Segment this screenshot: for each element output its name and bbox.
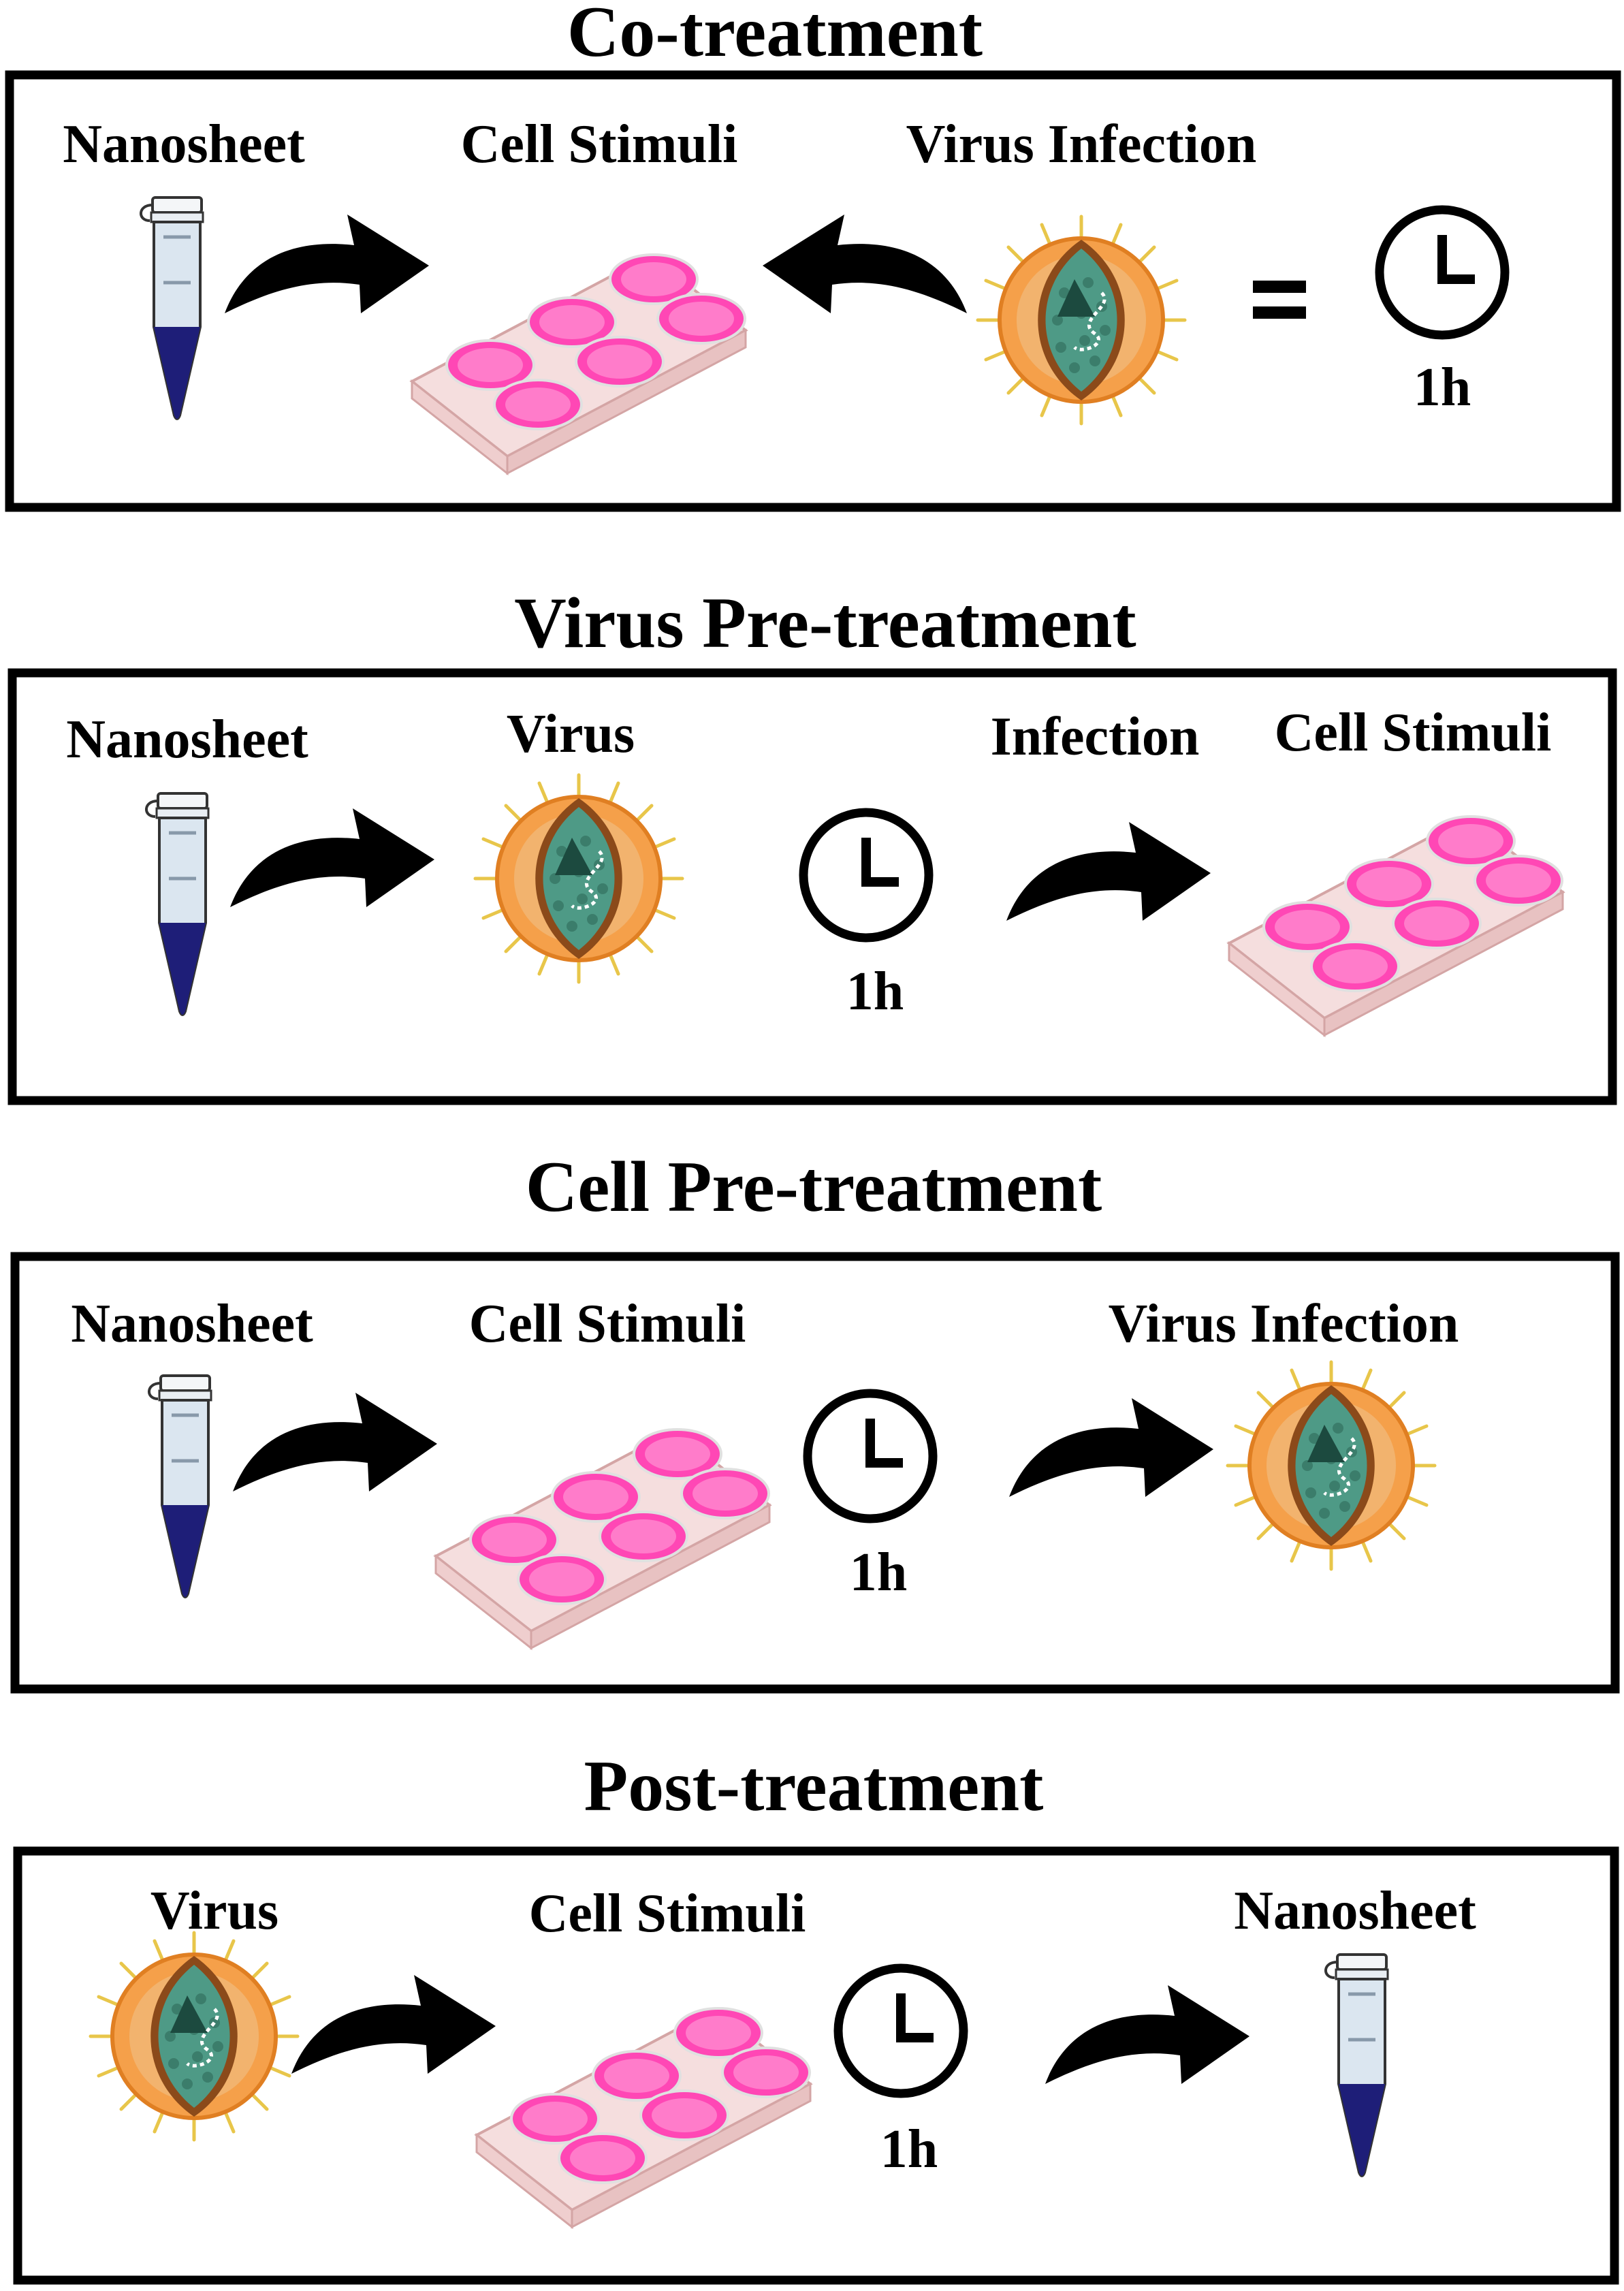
curved-arrow-icon <box>230 808 434 907</box>
panel-3-label-virus-infection: Virus Infection <box>1109 1294 1459 1354</box>
curved-arrow-icon <box>763 215 967 313</box>
panel-1-time: 1h <box>1414 358 1471 417</box>
tube-icon <box>1326 1955 1388 2176</box>
panel-1-label-cell-stimuli: Cell Stimuli <box>461 114 738 174</box>
well-plate-icon <box>434 1428 771 1649</box>
virus-icon <box>475 775 682 982</box>
panel-3-time: 1h <box>850 1543 908 1602</box>
panel-4-title: Post-treatment <box>584 1746 1044 1826</box>
panel-4-label-nanosheet: Nanosheet <box>1234 1881 1476 1941</box>
panel-4-frame <box>13 1846 1619 2285</box>
virus-icon <box>1228 1362 1435 1569</box>
clock-icon <box>808 1393 933 1519</box>
virus-icon <box>978 217 1185 424</box>
panel-3-label-cell-stimuli: Cell Stimuli <box>469 1294 746 1354</box>
panel-2-time: 1h <box>846 962 904 1022</box>
clock-icon <box>1380 210 1505 335</box>
panel-2-label-infection: Infection <box>991 707 1200 767</box>
panel-3-frame <box>10 1252 1620 1694</box>
clock-icon <box>803 812 929 938</box>
equals-icon <box>1253 281 1306 319</box>
curved-arrow-icon <box>1009 1398 1213 1497</box>
virus-icon <box>91 1933 298 2140</box>
panel-2-label-nanosheet: Nanosheet <box>66 710 308 770</box>
panel-1-title: Co-treatment <box>567 0 983 72</box>
panel-4-label-virus: Virus <box>150 1881 278 1941</box>
panel-3-label-nanosheet: Nanosheet <box>71 1294 313 1354</box>
panel-4-label-cell-stimuli: Cell Stimuli <box>529 1884 806 1944</box>
panel-3-title: Cell Pre-treatment <box>526 1147 1102 1227</box>
well-plate-icon <box>411 253 747 475</box>
panel-2-frame <box>7 668 1617 1105</box>
panel-1-label-virus-infection: Virus Infection <box>906 114 1257 174</box>
clock-icon <box>838 1968 964 2094</box>
curved-arrow-icon <box>1045 1985 1249 2084</box>
tube-icon <box>141 198 203 419</box>
curved-arrow-icon <box>233 1393 437 1491</box>
tube-icon <box>149 1376 211 1597</box>
panel-1-label-nanosheet: Nanosheet <box>63 114 305 174</box>
panel-2-label-virus: Virus <box>507 704 635 764</box>
curved-arrow-icon <box>225 215 429 313</box>
panel-2-label-cell-stimuli: Cell Stimuli <box>1275 703 1552 763</box>
panel-2-title: Virus Pre-treatment <box>514 583 1136 663</box>
panel-1-frame <box>5 70 1621 512</box>
curved-arrow-icon <box>1006 822 1211 921</box>
well-plate-icon <box>475 2007 812 2228</box>
well-plate-icon <box>1228 815 1564 1037</box>
curved-arrow-icon <box>291 1975 496 2074</box>
tube-icon <box>146 793 208 1015</box>
panel-4-time: 1h <box>880 2119 938 2179</box>
